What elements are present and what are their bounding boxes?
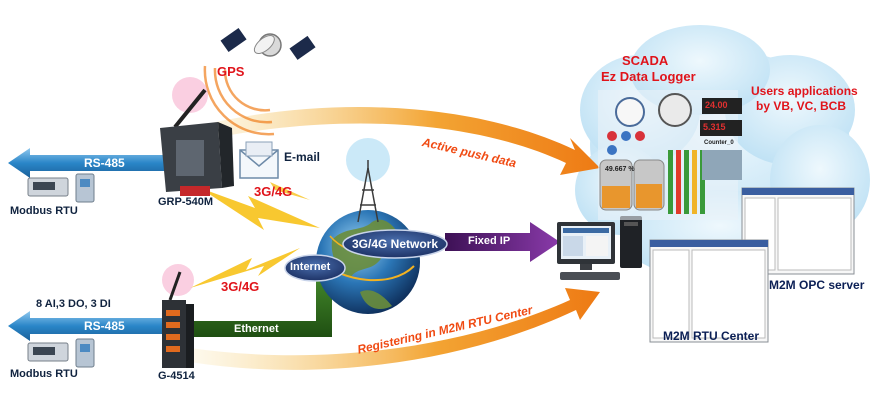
modbus-device-top	[27, 173, 95, 203]
signal-glow-top	[172, 77, 208, 113]
rs485-top-label: RS-485	[84, 156, 125, 170]
scada-subtitle: Ez Data Logger	[601, 69, 696, 84]
email-envelope-icon	[239, 141, 279, 179]
scada-dashboard	[598, 90, 742, 220]
counter-label: Counter_0	[704, 140, 734, 146]
m2m-opc-window	[741, 187, 855, 275]
users-applications-title: Users applications	[751, 84, 858, 98]
digit-display-1: 24.00	[705, 100, 728, 110]
network-oval	[342, 229, 448, 259]
ethernet-label: Ethernet	[234, 323, 279, 335]
fixed-ip-label: Fixed IP	[468, 235, 511, 247]
io-spec-label: 8 AI,3 DO, 3 DI	[36, 298, 111, 310]
modbus-device-bottom	[27, 338, 95, 368]
computer-icon	[557, 216, 642, 280]
active-push-arrow	[190, 107, 600, 175]
wireless-bolt-email	[240, 180, 310, 200]
m2m-rtu-label: M2M RTU Center	[663, 329, 760, 343]
scada-title: SCADA	[622, 53, 669, 68]
antenna-tower-icon	[357, 160, 379, 223]
wireless-bolt-bottom	[190, 248, 300, 288]
m2m-rtu-window	[649, 239, 769, 343]
internet-oval	[284, 254, 346, 282]
gauge-reading: 49.667 %	[605, 166, 635, 173]
email-label: E-mail	[284, 150, 321, 164]
m2m-opc-label: M2M OPC server	[769, 278, 865, 292]
rs485-arrow-bottom	[8, 311, 165, 341]
gateway-device-icon	[162, 271, 194, 368]
modbus-top-label: Modbus RTU	[10, 205, 78, 217]
digit-display-2: 5.315	[703, 122, 726, 132]
network-label: 3G/4G Network	[352, 237, 439, 251]
wireless-top-label: 3G/4G	[254, 184, 293, 199]
users-applications-subtitle: by VB, VC, BCB	[756, 99, 847, 113]
gps-label: GPS	[217, 64, 245, 79]
rs485-bottom-label: RS-485	[84, 319, 125, 333]
grp-540m-label: GRP-540M	[158, 196, 214, 208]
router-icon	[160, 88, 234, 196]
g-4514-label: G-4514	[158, 370, 195, 382]
wireless-bottom-label: 3G/4G	[221, 279, 260, 294]
registering-arrow	[190, 288, 600, 370]
wireless-bolt-top	[200, 188, 320, 230]
gps-signal-arcs	[203, 65, 275, 136]
fixed-ip-arrow	[445, 222, 560, 262]
modbus-bottom-label: Modbus RTU	[10, 368, 78, 380]
satellite-icon	[220, 27, 316, 60]
internet-label: Internet	[290, 261, 331, 273]
rs485-arrow-top	[8, 148, 165, 178]
